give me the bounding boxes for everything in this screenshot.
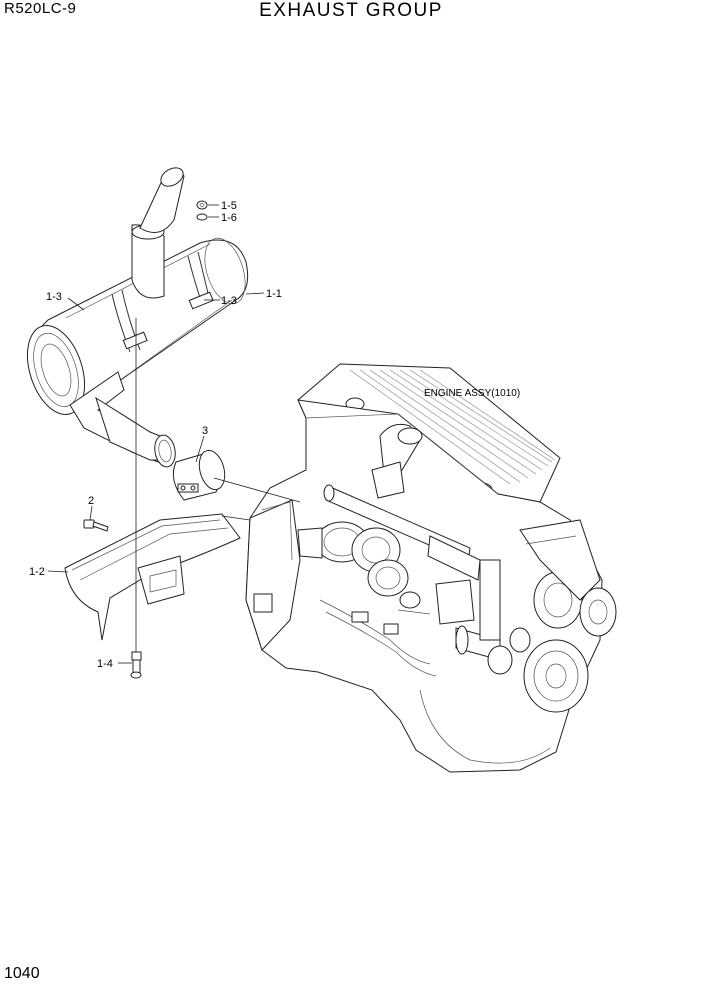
- engine-assembly[interactable]: [245, 363, 617, 773]
- cooling-fins: [349, 369, 556, 485]
- callout-1-2: 1-2: [29, 566, 45, 578]
- callout-1-3-left: 1-3: [46, 291, 62, 303]
- callout-2: 2: [88, 495, 94, 507]
- callout-1-3-right: 1-3: [221, 295, 237, 307]
- callout-1-4: 1-4: [97, 658, 113, 670]
- callout-3: 3: [202, 425, 208, 437]
- muffler-inlet-pipe: [69, 371, 176, 468]
- page-number: 1040: [4, 965, 40, 982]
- callout-1-6: 1-6: [221, 212, 237, 224]
- bracket-guide-line: [221, 515, 251, 521]
- muffler-1-1[interactable]: [17, 164, 253, 422]
- bracket-1-2[interactable]: [64, 513, 241, 641]
- callout-engine-assy: ENGINE ASSY(1010): [424, 388, 520, 399]
- washer-1-6[interactable]: [196, 213, 208, 221]
- bolt-1-4[interactable]: [130, 651, 142, 679]
- callout-1-1: 1-1: [266, 288, 282, 300]
- clamp-3[interactable]: [172, 448, 228, 501]
- model-code: R520LC-9: [4, 0, 77, 17]
- page-title: EXHAUST GROUP: [259, 0, 443, 21]
- bolt-2[interactable]: [83, 519, 109, 532]
- turbo-elbow: [297, 423, 423, 597]
- nut-1-5[interactable]: [196, 200, 208, 210]
- callout-1-5: 1-5: [221, 200, 237, 212]
- clamp-guide-line: [213, 477, 301, 503]
